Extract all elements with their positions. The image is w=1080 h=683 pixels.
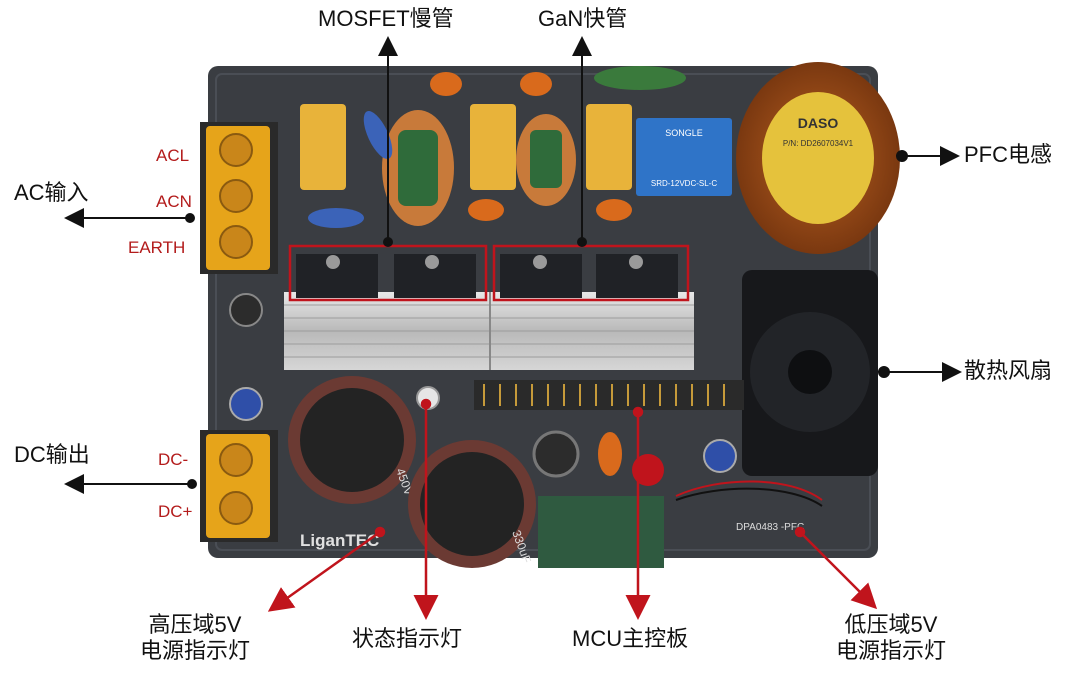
dc-output-label: DC输出 [14, 442, 90, 467]
svg-text:SRD-12VDC-SL-C: SRD-12VDC-SL-C [651, 179, 717, 188]
bulk-capacitor-2: 330uF [408, 440, 536, 568]
mcu-label: MCU主控板 [572, 626, 689, 651]
film-capacitor [300, 104, 346, 190]
mosfet-label: MOSFET慢管 [318, 6, 454, 31]
lv-led-arrow [799, 531, 878, 610]
pfc-inductor-label: PFC电感 [964, 142, 1053, 167]
bulk-capacitor-1: 450V [288, 376, 416, 504]
lv-led-label: 低压域5V 电源指示灯 [836, 612, 947, 664]
y-capacitor [363, 111, 393, 159]
relay: SONGLE SRD-12VDC-SL-C [636, 118, 732, 196]
film-capacitor [586, 104, 632, 190]
svg-text:DPA0483 -PFC: DPA0483 -PFC [736, 522, 804, 533]
choke-2 [516, 114, 576, 206]
hv-led-label: 高压域5V 电源指示灯 [140, 612, 251, 664]
status-led-label: 状态指示灯 [352, 626, 463, 651]
terminal-earth-label: EARTH [128, 238, 186, 257]
svg-text:DASO: DASO [798, 115, 839, 131]
mcu-pin-header [474, 380, 744, 410]
choke-1 [382, 110, 454, 226]
terminal-acl-label: ACL [156, 146, 190, 165]
terminal-dcplus-label: DC+ [158, 502, 193, 521]
mcu-board [538, 496, 664, 568]
hv-led-arrow [267, 530, 381, 612]
fan-label: 散热风扇 [964, 358, 1053, 383]
dc-terminal-block [200, 430, 278, 542]
y-capacitor [308, 208, 364, 228]
ac-input-label: AC输入 [14, 180, 89, 205]
svg-text:P/N: DD2607034V1: P/N: DD2607034V1 [783, 139, 854, 148]
cooling-fan [742, 270, 878, 476]
film-capacitor [470, 104, 516, 190]
svg-text:SONGLE: SONGLE [665, 128, 703, 138]
pfc-inductor: DASO P/N: DD2607034V1 [736, 62, 900, 254]
ac-terminal-block [200, 122, 278, 274]
gan-highlight-box [492, 244, 690, 302]
terminal-dcminus-label: DC- [158, 450, 189, 469]
gan-label: GaN快管 [538, 6, 628, 31]
terminal-acn-label: ACN [156, 192, 192, 211]
